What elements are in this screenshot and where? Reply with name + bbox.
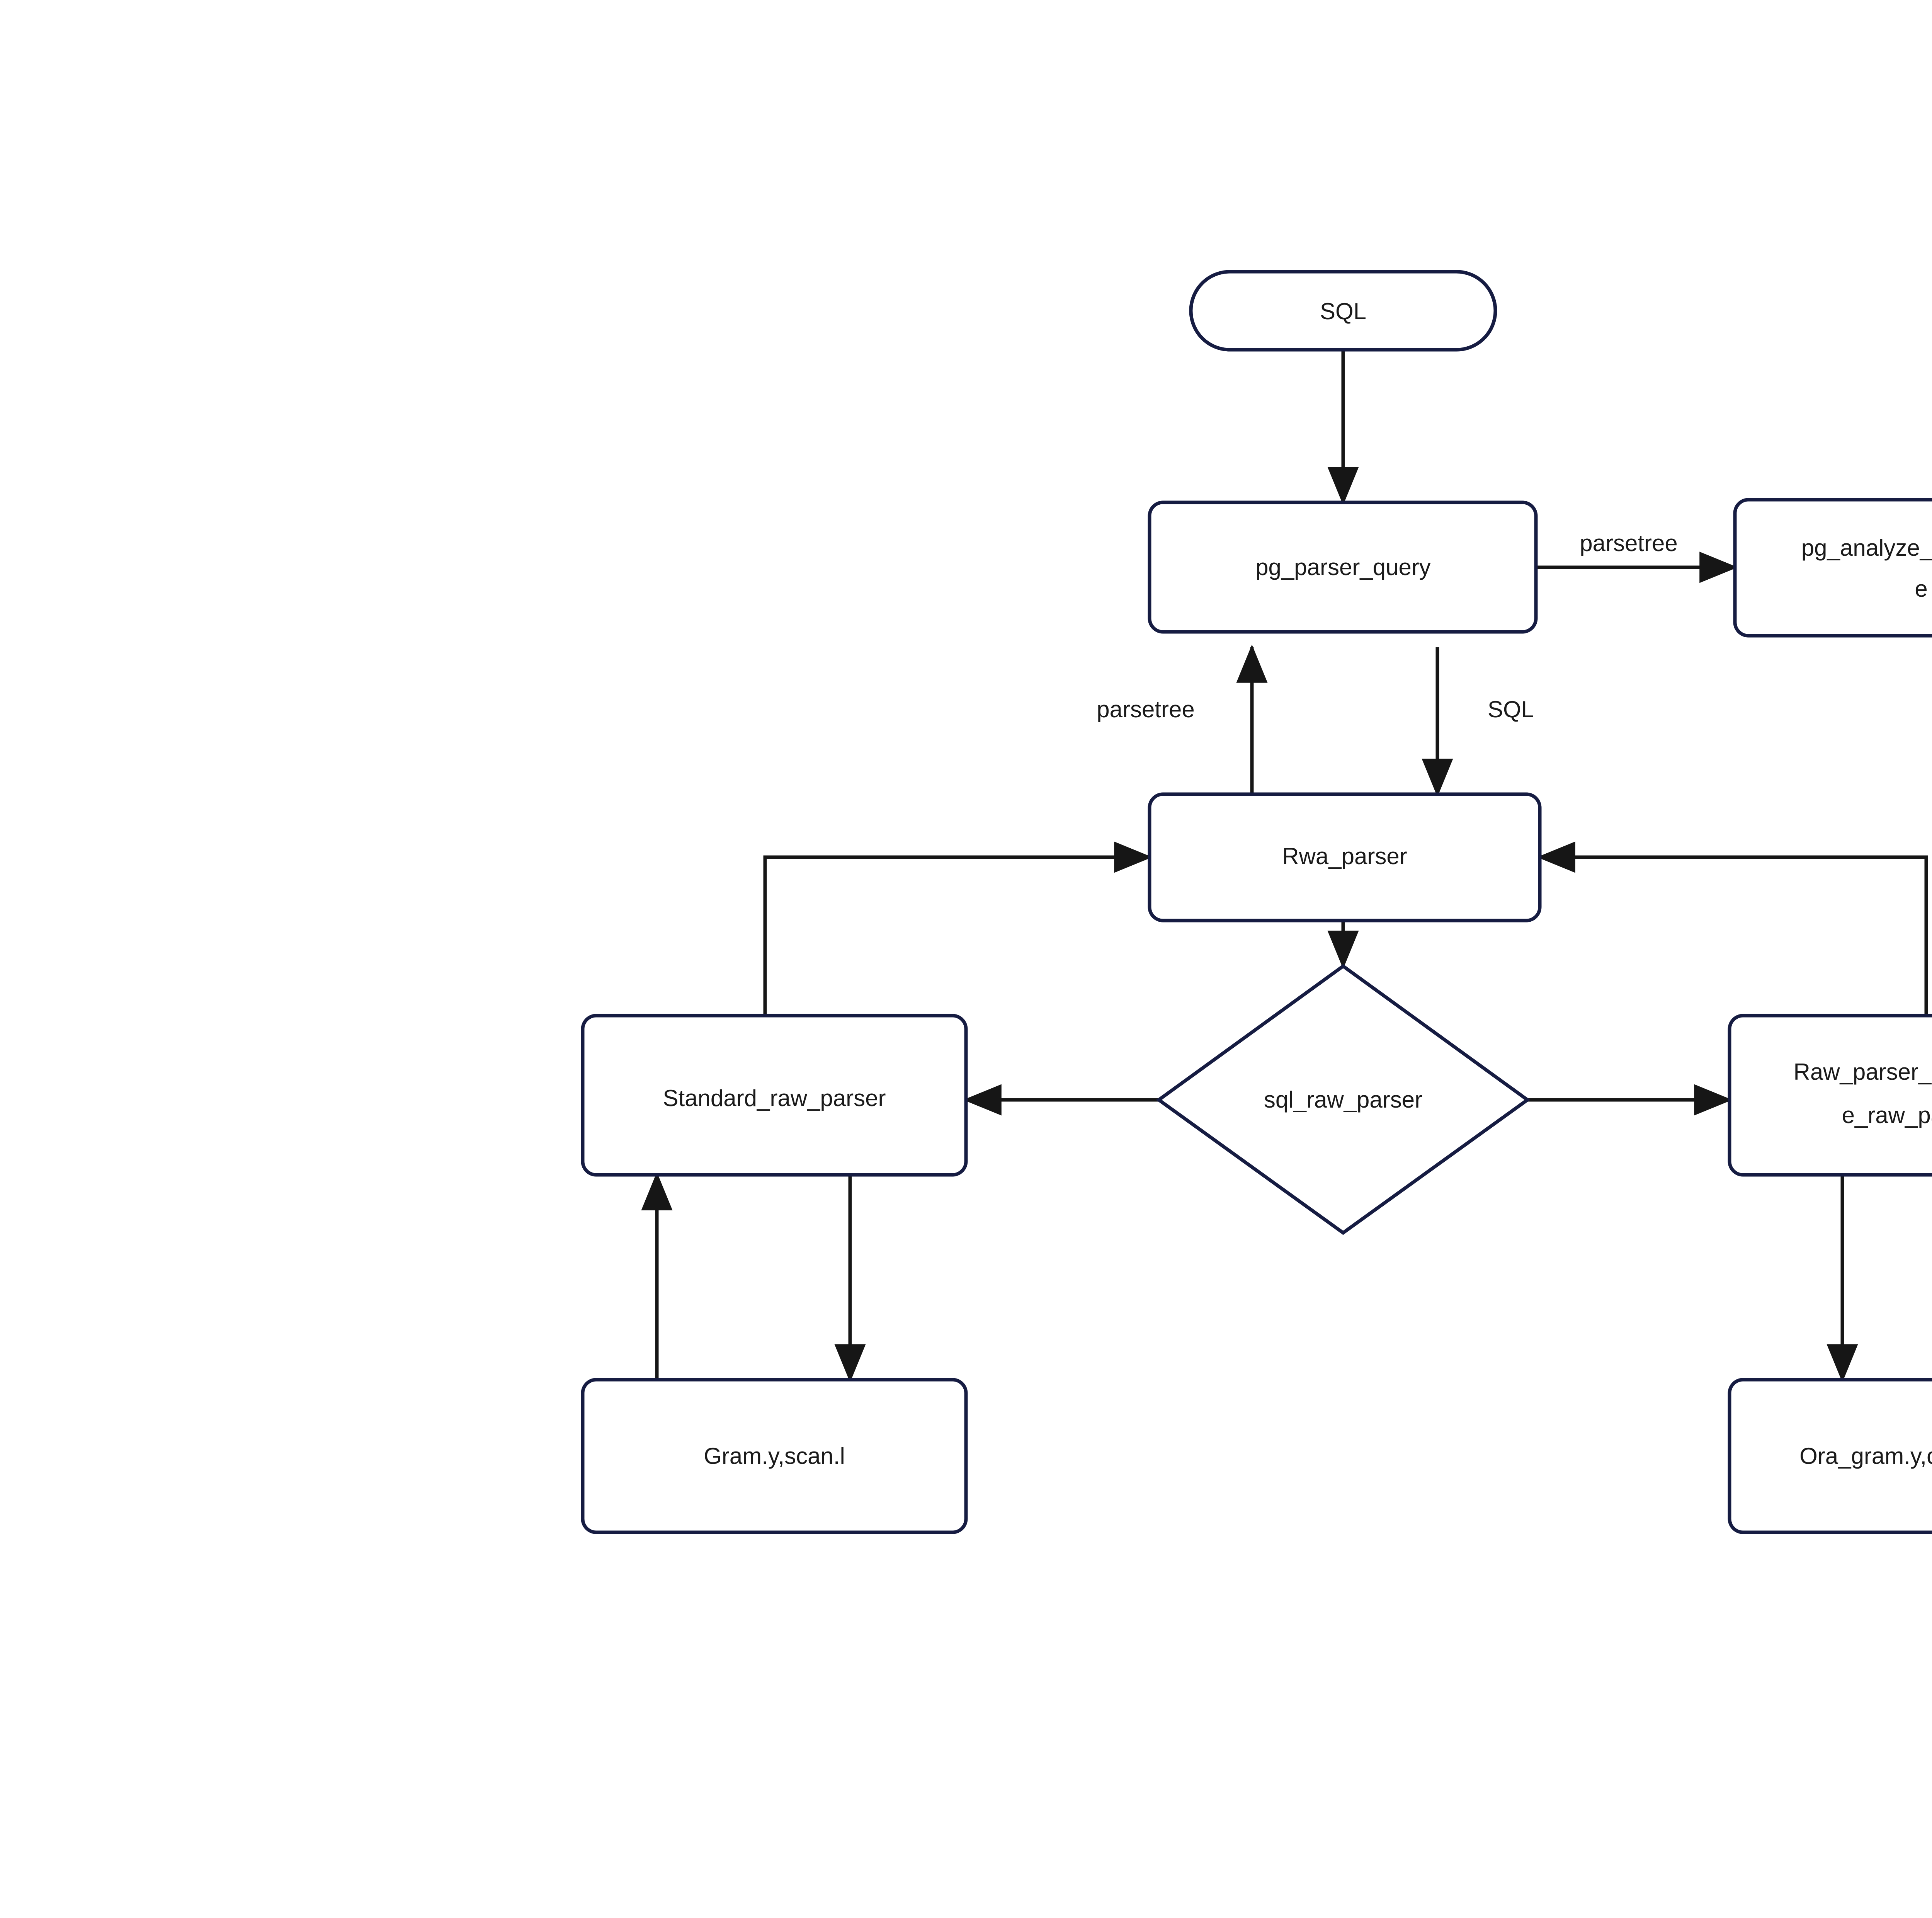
node-shape-rwa-parser[interactable] — [1148, 792, 1542, 922]
edge-label-parsetree-up: parsetree — [1097, 696, 1194, 722]
node-rwa-parser[interactable]: Rwa_parser — [1148, 792, 1542, 922]
node-label-raw-parser-hook-line1: Raw_parser_hook(oracl — [1794, 1059, 1932, 1085]
node-shape-pg-analyze-and-rewrite[interactable] — [1733, 498, 1932, 638]
edge-rwa-parser-to-pg-parser-query: parsetree — [1097, 644, 1268, 796]
node-shape-pg-parser-query[interactable] — [1148, 500, 1538, 634]
node-pg-parser-query[interactable]: pg_parser_query — [1148, 500, 1538, 634]
node-shape-ora-gram-scan[interactable] — [1728, 1378, 1932, 1534]
node-sql[interactable]: SQL — [1189, 270, 1497, 352]
edge-pg-parser-query-to-rwa-parser: SQL — [1422, 647, 1534, 797]
node-shape-standard-raw-parser[interactable] — [581, 1014, 968, 1177]
node-shape-sql[interactable] — [1189, 270, 1497, 352]
node-label-rwa-parser: Rwa_parser — [1282, 843, 1407, 869]
node-shape-sql-raw-parser[interactable] — [1156, 964, 1531, 1235]
node-shape-raw-parser-hook[interactable] — [1728, 1014, 1932, 1177]
node-raw-parser-hook[interactable]: Raw_parser_hook(oracl e_raw_parser) — [1728, 1014, 1932, 1177]
node-label-raw-parser-hook-line2: e_raw_parser) — [1842, 1102, 1932, 1128]
node-sql-raw-parser[interactable]: sql_raw_parser — [1156, 964, 1531, 1235]
edge-label-sql-down: SQL — [1488, 696, 1534, 722]
node-pg-analyze-and-rewrite[interactable]: pg_analyze_and_rewrit e — [1733, 498, 1932, 638]
edge-path-raw-parser-hook-to-rwa-parser — [1537, 841, 1928, 1016]
edge-pg-parser-query-to-pg-analyze: parsetree — [1536, 530, 1738, 583]
node-label-pg-analyze-and-rewrite-line1: pg_analyze_and_rewrit — [1801, 535, 1932, 561]
node-label-standard-raw-parser: Standard_raw_parser — [663, 1085, 886, 1111]
edge-label-parsetree-right: parsetree — [1580, 530, 1677, 556]
node-label-pg-analyze-and-rewrite-line2: e — [1915, 576, 1927, 602]
node-label-gram-scan: Gram.y,scan.l — [704, 1443, 845, 1469]
node-label-pg-parser-query: pg_parser_query — [1255, 554, 1431, 580]
node-label-sql: SQL — [1320, 298, 1366, 324]
edge-standard-raw-parser-to-rwa-parser — [763, 841, 1153, 1016]
node-ora-gram-scan[interactable]: Ora_gram.y,ora_scan.l — [1728, 1378, 1932, 1534]
node-label-ora-gram-scan: Ora_gram.y,ora_scan.l — [1799, 1443, 1932, 1469]
edge-path-standard-raw-parser-to-rwa-parser — [763, 841, 1153, 1016]
node-standard-raw-parser[interactable]: Standard_raw_parser — [581, 1014, 968, 1177]
node-shape-gram-scan[interactable] — [581, 1378, 968, 1534]
edge-raw-parser-hook-to-rwa-parser — [1537, 841, 1928, 1016]
node-label-sql-raw-parser: sql_raw_parser — [1264, 1087, 1422, 1113]
node-gram-scan[interactable]: Gram.y,scan.l — [581, 1378, 968, 1534]
